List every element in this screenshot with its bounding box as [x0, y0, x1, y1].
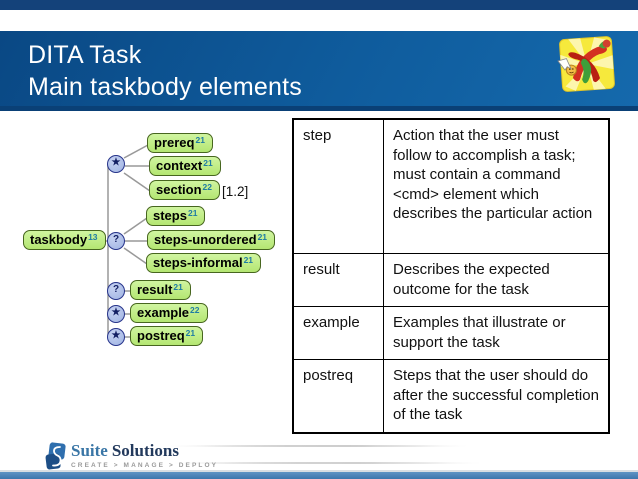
node-label: context [156, 158, 203, 173]
node-label: steps-informal [153, 255, 243, 270]
occurrence-star-icon: ★ [107, 155, 125, 173]
element-term: example [292, 306, 384, 360]
node-label: prereq [154, 135, 195, 150]
occurrence-question-icon: ? [107, 232, 125, 250]
element-description: Steps that the user should do after the … [383, 359, 610, 433]
node-superscript: 21 [243, 255, 254, 265]
cursor-arrow-icon [557, 58, 572, 71]
slide-title: DITA Task [28, 41, 142, 69]
element-term: postreq [292, 359, 384, 433]
footer-rule [0, 470, 638, 472]
model-version-annotation: [1.2] [222, 184, 249, 199]
diagram-node-result: result21 [130, 280, 191, 300]
node-superscript: 21 [203, 158, 213, 168]
diagram-node-context: context21 [149, 156, 221, 176]
node-superscript: 22 [202, 182, 212, 192]
brand-name-primary: Suite [71, 441, 108, 460]
table-row: example Examples that illustrate or supp… [292, 306, 610, 360]
node-superscript: 13 [88, 232, 98, 242]
diagram-node-section: section22 [149, 180, 220, 200]
occurrence-star-icon: ★ [107, 328, 125, 346]
suite-solutions-logo-icon [45, 442, 66, 470]
slide-header: DITA Task Main taskbody elements [0, 31, 638, 111]
slide-subtitle: Main taskbody elements [28, 73, 302, 101]
top-edge-bar [0, 0, 638, 10]
element-term: step [292, 118, 384, 254]
bottom-edge-bar [0, 472, 638, 479]
table-row: postreq Steps that the user should do af… [292, 359, 610, 433]
node-superscript: 22 [190, 305, 200, 315]
node-superscript: 21 [187, 208, 198, 218]
diagram-node-taskbody: taskbody13 [23, 230, 106, 250]
element-description: Examples that illustrate or support the … [383, 306, 610, 360]
node-label: steps [153, 208, 187, 223]
node-label: example [137, 305, 190, 320]
node-label: postreq [137, 328, 185, 343]
element-description: Describes the expected outcome for the t… [383, 253, 610, 307]
node-label: steps-unordered [154, 232, 257, 247]
element-term: result [292, 253, 384, 307]
footer-swoosh-line [168, 445, 468, 447]
diagram-node-prereq: prereq21 [147, 133, 213, 153]
table-row: result Describes the expected outcome fo… [292, 253, 610, 307]
diagram-node-steps-informal: steps-informal21 [146, 253, 262, 273]
brand-name-secondary: Solutions [111, 441, 179, 460]
footer-swoosh-line [172, 462, 482, 464]
occurrence-question-icon: ? [107, 282, 125, 300]
chili-jester-icon [557, 36, 615, 92]
node-superscript: 21 [195, 135, 205, 145]
diagram-node-example: example22 [130, 303, 208, 323]
element-description: Action that the user must follow to acco… [383, 118, 610, 254]
brand-tagline: CREATE > MANAGE > DEPLOY [71, 462, 219, 469]
node-label: result [137, 282, 173, 297]
node-superscript: 21 [257, 232, 268, 242]
occurrence-star-icon: ★ [107, 305, 125, 323]
node-superscript: 21 [185, 328, 196, 338]
diagram-node-steps-unordered: steps-unordered21 [147, 230, 276, 250]
node-superscript: 21 [173, 282, 183, 292]
table-row: step Action that the user must follow to… [292, 118, 610, 254]
diagram-node-postreq: postreq21 [130, 326, 204, 346]
diagram-node-steps: steps21 [146, 206, 206, 226]
element-description-table: step Action that the user must follow to… [292, 118, 610, 434]
node-label: section [156, 182, 202, 197]
node-label: taskbody [30, 232, 88, 247]
